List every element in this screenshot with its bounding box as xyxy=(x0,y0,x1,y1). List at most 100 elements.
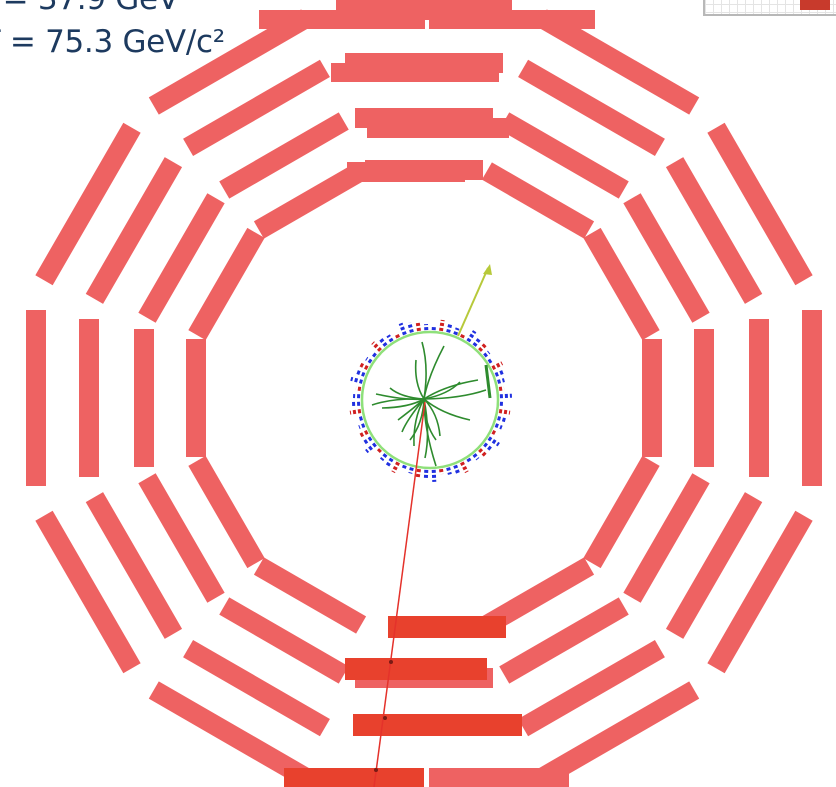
muon-chamber-block xyxy=(429,768,569,787)
hadronic-deposit xyxy=(487,436,500,447)
hadronic-deposit xyxy=(401,464,407,470)
em-deposit xyxy=(439,319,445,332)
hadronic-deposit xyxy=(446,467,452,475)
charged-track xyxy=(423,381,461,400)
em-deposit xyxy=(460,332,466,339)
muon-chamber-block xyxy=(219,112,349,199)
em-deposit xyxy=(371,341,382,352)
muon-chamber xyxy=(35,510,141,674)
muon-chamber-block xyxy=(347,162,465,182)
hadronic-deposit xyxy=(354,369,366,377)
muon-chamber-block xyxy=(188,455,265,569)
em-deposit xyxy=(359,362,369,370)
muon-chamber-block xyxy=(134,329,154,467)
muon-chamber xyxy=(518,639,665,737)
tracker-boundary xyxy=(360,330,500,470)
hadronic-deposit xyxy=(483,350,491,358)
hadronic-deposit xyxy=(497,416,507,423)
charged-track xyxy=(401,398,425,433)
hadronic-deposit xyxy=(472,453,480,461)
em-deposit xyxy=(498,409,511,415)
muon-chamber xyxy=(499,597,629,684)
em-deposit xyxy=(359,430,369,438)
hadronic-deposit xyxy=(431,469,437,482)
muon-chamber xyxy=(707,122,813,286)
muon-chamber-block xyxy=(259,10,425,29)
hadronic-deposit xyxy=(494,369,505,377)
hadronic-deposit xyxy=(472,336,482,347)
muon-chamber-block xyxy=(642,339,662,457)
em-deposit xyxy=(355,386,362,391)
charged-track xyxy=(413,398,425,447)
muon-chamber-block xyxy=(138,473,225,603)
hadronic-deposit xyxy=(407,322,414,333)
muon-chamber-block xyxy=(85,157,183,304)
muon-chamber-block xyxy=(183,639,330,737)
em-deposit xyxy=(498,386,505,391)
hadronic-deposit xyxy=(398,322,407,336)
muon-chamber-block xyxy=(138,193,225,323)
muon-chamber xyxy=(138,473,225,603)
charged-track xyxy=(421,341,427,400)
muon-chamber-block xyxy=(35,122,141,286)
muon-chamber xyxy=(188,227,265,341)
em-deposit xyxy=(460,461,469,474)
muon-chamber xyxy=(148,9,312,115)
calorimeter-hits xyxy=(349,319,512,482)
hadronic-deposit xyxy=(385,457,394,468)
hadronic-deposit xyxy=(365,442,377,454)
muon-chamber-block xyxy=(623,193,710,323)
muon-chamber-block xyxy=(253,162,367,239)
muon-chamber xyxy=(219,112,349,199)
muon-chamber-block xyxy=(284,768,424,787)
muon-chamber-block xyxy=(749,319,769,477)
charged-track xyxy=(423,398,471,421)
muon-chamber xyxy=(481,162,595,239)
charged-track xyxy=(423,345,445,400)
charged-track xyxy=(381,398,425,409)
muon-chamber xyxy=(665,492,763,639)
em-deposit xyxy=(491,361,504,370)
muon-hit xyxy=(374,768,378,772)
muon-chamber-block xyxy=(583,455,660,569)
charged-track xyxy=(423,379,479,400)
muon-chamber-block xyxy=(253,557,367,634)
muon-chamber-block xyxy=(345,658,487,680)
hadronic-deposit xyxy=(453,464,461,475)
muon-chamber xyxy=(85,492,183,639)
muon-chamber xyxy=(79,319,99,477)
muon-chamber-block xyxy=(481,557,595,634)
muon-chamber xyxy=(802,310,822,486)
em-deposit xyxy=(491,430,498,436)
hadronic-deposit xyxy=(371,351,377,358)
hadronic-deposit xyxy=(357,416,363,422)
em-deposit xyxy=(415,322,421,332)
charged-track xyxy=(389,387,425,400)
hadronic-deposit xyxy=(497,378,505,384)
muon-chamber xyxy=(518,59,665,157)
muon-chamber xyxy=(186,339,206,457)
hadronic-deposit xyxy=(494,423,503,430)
muon-chamber xyxy=(35,122,141,286)
hadronic-deposit xyxy=(350,376,363,384)
muon-chamber-block xyxy=(148,681,312,787)
hadronic-deposit xyxy=(361,436,373,446)
transverse-energy-label: E_T = 37.9 GeV xyxy=(0,0,179,15)
muon-chamber-block xyxy=(707,510,813,674)
muon-chamber-block xyxy=(694,329,714,467)
em-deposit xyxy=(478,343,487,352)
muon-chamber xyxy=(583,227,660,341)
hadronic-deposit xyxy=(453,327,460,336)
muon-chamber xyxy=(499,112,629,199)
muon-chambers xyxy=(26,0,822,787)
hadronic-deposit xyxy=(379,453,388,462)
muon-chamber-block xyxy=(85,492,183,639)
em-deposit xyxy=(375,448,382,455)
muon-chamber-block xyxy=(79,319,99,477)
muon-chamber-block xyxy=(499,112,629,199)
hadronic-deposit xyxy=(466,457,472,464)
muon-chamber xyxy=(623,193,710,323)
muon-chamber xyxy=(138,193,225,323)
